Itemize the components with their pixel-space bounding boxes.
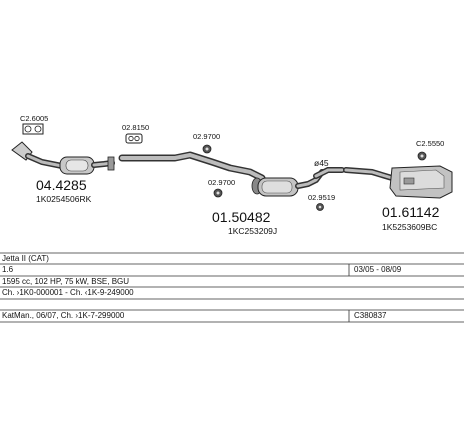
system-code: C380837 <box>354 311 387 320</box>
oem-number: 1K0254506RK <box>36 194 92 204</box>
rubber-hanger-icon <box>316 203 324 211</box>
chassis-range: Ch. ›1K0-000001 - Ch. ‹1K-9-249000 <box>2 288 134 297</box>
rubber-hanger-icon <box>417 151 427 161</box>
clamp-icon <box>125 133 143 144</box>
hanger-ref: C2.5550 <box>416 139 444 148</box>
part-number: 04.4285 <box>36 177 87 193</box>
gasket-icon <box>22 123 44 135</box>
hanger-ref: 02.9519 <box>308 193 335 202</box>
clamp-ref: 02.8150 <box>122 123 149 132</box>
oem-number: 1KC253209J <box>228 226 277 236</box>
part-number: 01.50482 <box>212 209 271 225</box>
production-dates: 03/05 - 08/09 <box>354 265 402 274</box>
part-rear-muffler: C2.5550 01.61142 1K5253609BC <box>343 139 453 232</box>
part-catalytic-converter: C2.6005 04.4285 1K0254506RK <box>11 114 115 204</box>
rubber-hanger-icon <box>202 144 212 154</box>
diameter-label: ø45 <box>314 158 329 168</box>
part-center-pipe: 02.9700 02.9700 01.50482 1KC253209J <box>118 132 325 236</box>
hanger-ref-bottom: 02.9700 <box>208 178 235 187</box>
part-rear-pipe: ø45 02.9519 <box>308 158 345 211</box>
oem-number: 1K5253609BC <box>382 222 437 232</box>
rubber-hanger-icon <box>213 188 223 198</box>
vehicle-model: Jetta II (CAT) <box>2 254 49 263</box>
part-number: 01.61142 <box>382 204 440 220</box>
part-clamp-1: 02.8150 <box>122 123 149 144</box>
gasket-ref: C2.6005 <box>20 114 48 123</box>
engine-specs: 1595 cc, 102 HP, 75 kW, BSE, BGU <box>2 277 129 286</box>
engine-size: 1.6 <box>2 265 14 274</box>
catalyst-note: KatMan., 06/07, Ch. ›1K-7-299000 <box>2 311 125 320</box>
hanger-ref-top: 02.9700 <box>193 132 220 141</box>
vehicle-info-table: Jetta II (CAT) 1.6 03/05 - 08/09 1595 cc… <box>0 252 464 323</box>
